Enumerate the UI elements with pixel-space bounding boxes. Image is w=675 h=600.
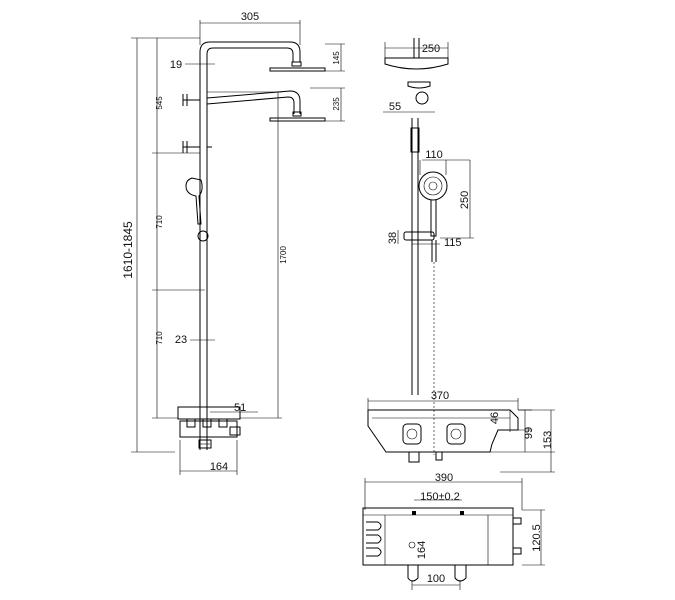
head-diameter-label: 250 [422,43,440,55]
shelf-slot-1 [366,521,382,531]
pipe-diameter-label: 23 [175,334,187,346]
total-height-label: 153 [542,431,554,449]
pipe-offset-label: 19 [170,59,182,71]
riser-pipe [199,41,301,450]
handshower-width-label: 110 [425,149,443,161]
top-depth-label: 120.5 [531,524,543,552]
valve-height-label: 99 [523,427,535,439]
lower-rail-label: 710 [155,331,164,345]
holder-height-label: 38 [387,232,399,244]
handle-left-top [407,565,419,582]
shelf-length-label: 370 [431,390,449,402]
slide-holder [197,230,209,242]
centers-label: 150±0.2 [420,491,460,503]
width-label: 305 [241,11,259,23]
depth-label: 46 [489,412,501,424]
hand-shower-face [418,171,448,201]
diverter-knob-lower [182,141,212,153]
top-shower-head [269,67,326,72]
valve-offset-label: 51 [234,402,246,414]
holder-length-label: 115 [444,237,462,249]
total-height-label: 1700 [279,246,288,264]
valve-top-view: 390 150±0.2 120.5 164 100 [362,472,545,590]
center-mark-right [460,511,464,515]
hand-shower [185,177,203,225]
side-shower-head [384,57,449,70]
shelf-slot-2 [366,534,382,544]
temperature-handle [402,423,422,445]
thermostatic-valve-front [177,406,241,449]
shelf-slot-3 [366,547,382,557]
diverter-knob-upper [182,94,200,106]
handle-right-top [454,565,467,582]
front-view: 1610-1845 545 710 710 305 145 19 [121,11,345,475]
flow-handle [446,423,466,445]
thermostatic-valve-side [367,409,519,463]
lower-arm [206,90,301,114]
rail-length-label: 710 [155,215,164,229]
arm-offset-label: 55 [389,101,401,113]
center-mark-left [412,511,416,515]
mount-hole [408,541,416,549]
inlet-side [408,451,420,463]
base-width-label: 164 [210,461,228,473]
side-view: 250 55 110 250 38 115 [367,38,555,473]
inlet-spacing-label: 100 [427,573,445,585]
handshower-length-label: 250 [459,191,471,209]
upper-section-label: 545 [155,96,164,110]
lower-head-height-label: 235 [332,97,341,111]
shelf-width-label: 390 [435,472,453,484]
top-head-height-label: 145 [332,51,341,65]
overall-height-label: 1610-1845 [121,221,135,279]
valve-shelf-top [362,507,514,566]
top-offset-label: 164 [416,541,428,559]
slide-bar-holder [403,231,435,241]
arm-joint [415,91,429,105]
